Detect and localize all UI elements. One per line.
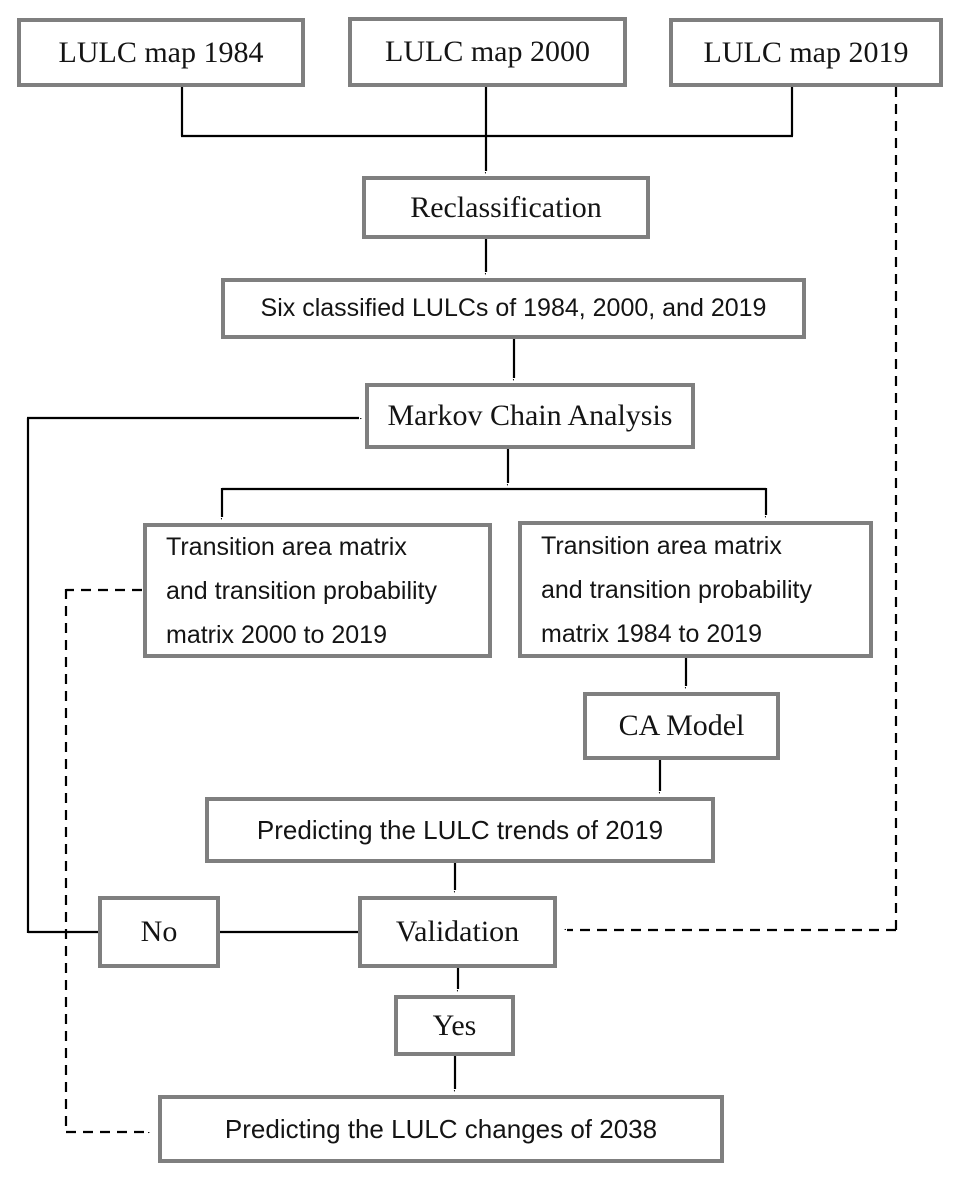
node-validation: Validation <box>358 896 557 968</box>
node-predicting-trends-2019: Predicting the LULC trends of 2019 <box>205 797 715 863</box>
node-no: No <box>98 896 220 968</box>
node-markov-chain-analysis: Markov Chain Analysis <box>365 383 695 449</box>
node-yes: Yes <box>394 995 515 1056</box>
node-lulc-map-2000: LULC map 2000 <box>348 17 627 87</box>
node-transition-matrix-2000-2019: Transition area matrix and transition pr… <box>143 523 492 658</box>
node-lulc-map-1984: LULC map 1984 <box>17 18 305 87</box>
node-predicting-changes-2038: Predicting the LULC changes of 2038 <box>158 1095 724 1163</box>
node-six-classified-lulcs: Six classified LULCs of 1984, 2000, and … <box>221 278 806 339</box>
node-lulc-map-2019: LULC map 2019 <box>669 18 943 87</box>
node-reclassification: Reclassification <box>362 176 650 239</box>
node-ca-model: CA Model <box>583 692 780 760</box>
node-transition-matrix-1984-2019: Transition area matrix and transition pr… <box>518 521 873 658</box>
